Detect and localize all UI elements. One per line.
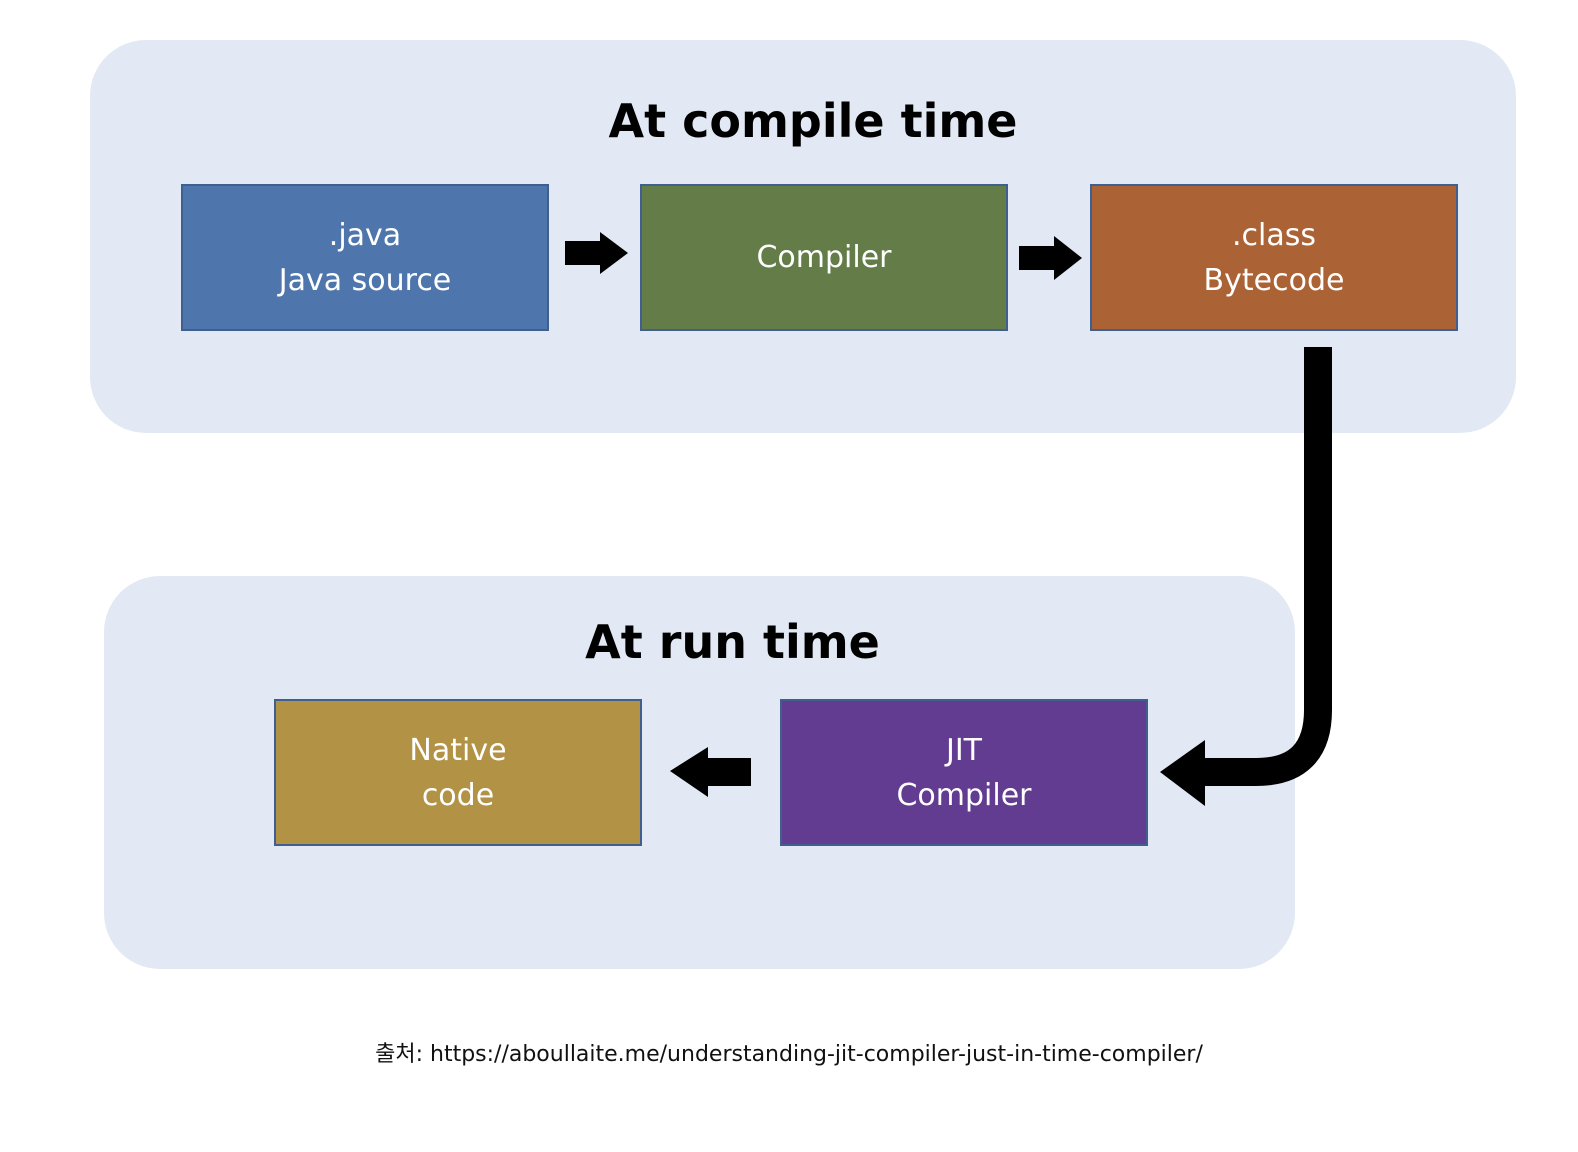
run-time-title: At run time	[585, 615, 880, 669]
compile-time-title: At compile time	[608, 94, 1018, 148]
class-bytecode-box: .class Bytecode	[1090, 184, 1458, 331]
jit-compiler-box-line2: Compiler	[896, 777, 1032, 813]
native-code-box-line1: Native	[409, 732, 507, 768]
compiler-box-label: Compiler	[756, 240, 892, 275]
class-bytecode-box-line1: .class	[1231, 217, 1316, 253]
native-code-box: Native code	[274, 699, 642, 846]
compiler-box: Compiler	[640, 184, 1008, 331]
jit-compiler-box-line1: JIT	[945, 732, 983, 768]
native-code-box-line2: code	[421, 777, 495, 813]
source-caption: 출처: https://aboullaite.me/understanding-…	[375, 1042, 1203, 1067]
java-source-box: .java Java source	[181, 184, 549, 331]
java-source-box-line2: Java source	[278, 262, 452, 298]
class-bytecode-box-line2: Bytecode	[1203, 262, 1345, 298]
jit-compiler-box: JIT Compiler	[780, 699, 1148, 846]
java-source-box-line1: .java	[328, 217, 402, 253]
